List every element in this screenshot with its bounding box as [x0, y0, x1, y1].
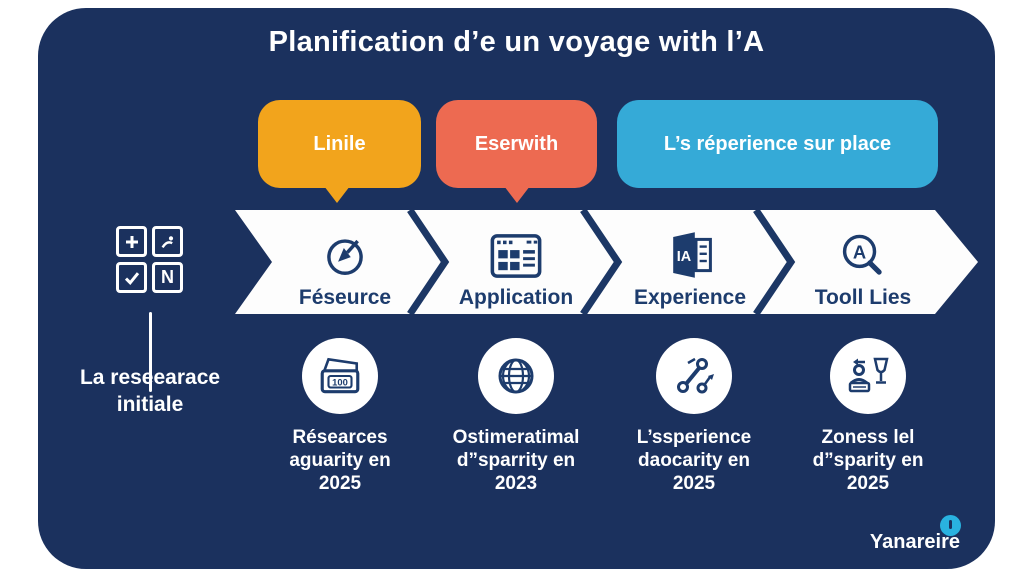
- wallet-amount: 100: [332, 376, 348, 387]
- caption-line: Ostimeratimal: [452, 427, 580, 448]
- stat-caption-1: Résearces aguarity en 2025: [250, 426, 430, 495]
- stat-caption-2: Ostimeratimal d”sparrity en 2023: [426, 426, 606, 495]
- process-step-3: IA Experience: [610, 216, 770, 310]
- connector-line: [149, 312, 152, 392]
- bubble-label: Linile: [313, 132, 366, 155]
- left-icon-grid: N: [116, 226, 188, 298]
- stat-circle-1: 100: [302, 338, 378, 414]
- caption-line: 2025: [318, 473, 362, 494]
- caption-line: Résearces: [292, 427, 388, 448]
- letter-n-icon: N: [152, 262, 183, 293]
- left-caption-line2: initiale: [116, 393, 184, 416]
- process-step-4: A Tooll Lies: [783, 216, 943, 310]
- caption-line: 2023: [494, 473, 538, 494]
- caption-line: 2025: [672, 473, 716, 494]
- route-icon: [677, 357, 714, 394]
- speech-bubble-blue: L’s réperience sur place: [617, 100, 938, 188]
- stat-circle-4: [830, 338, 906, 414]
- check-icon: [116, 262, 147, 293]
- stat-caption-4: Zoness lel d”sparity en 2025: [778, 426, 958, 495]
- clock-arrow-icon: [327, 239, 363, 275]
- process-arrow-band: [235, 210, 978, 314]
- caption-line: Zoness lel: [821, 427, 915, 448]
- watermark-badge-icon: [940, 515, 961, 536]
- photo-person-icon: [152, 226, 183, 257]
- bubble-tail: [504, 186, 530, 203]
- left-caption-line1: La reseearace: [79, 366, 221, 389]
- speech-bubble-orange: Linile: [258, 100, 421, 203]
- caption-line: d”sparrity en: [456, 450, 576, 471]
- wallet-100-icon: 100: [320, 357, 360, 394]
- process-step-2: Application: [436, 216, 596, 310]
- stat-caption-3: L’ssperience daocarity en 2025: [604, 426, 784, 495]
- step-label: Tooll Lies: [814, 286, 912, 309]
- search-a-icon: A: [842, 234, 882, 275]
- process-step-1: Féseurce: [265, 216, 425, 310]
- bubble-label: L’s réperience sur place: [663, 132, 892, 155]
- globe-icon: [498, 358, 534, 394]
- ia-letter: IA: [677, 249, 692, 265]
- step-label: Application: [458, 286, 574, 309]
- stat-circle-3: [656, 338, 732, 414]
- person-glass-icon: [848, 357, 889, 393]
- caption-line: aguarity en: [289, 450, 391, 471]
- bubble-tail: [324, 186, 350, 203]
- caption-line: L’ssperience: [636, 427, 752, 448]
- search-letter: A: [853, 241, 866, 262]
- step-label: Experience: [633, 286, 747, 309]
- caption-line: d”sparity en: [812, 450, 924, 471]
- caption-line: daocarity en: [638, 450, 750, 471]
- letter-n: N: [161, 267, 174, 287]
- page-title: Planification d’e un voyage with l’A: [268, 26, 765, 58]
- ia-document-icon: IA: [673, 232, 712, 278]
- watermark: Yanareire: [869, 531, 960, 553]
- app-window-icon: [490, 234, 542, 278]
- plus-icon: [116, 226, 147, 257]
- caption-line: 2025: [846, 473, 890, 494]
- step-label: Féseurce: [298, 286, 392, 309]
- stat-circle-2: [478, 338, 554, 414]
- bubble-label: Eserwith: [474, 132, 559, 155]
- left-caption: La reseearace initiale: [40, 364, 260, 418]
- speech-bubble-coral: Eserwith: [436, 100, 597, 203]
